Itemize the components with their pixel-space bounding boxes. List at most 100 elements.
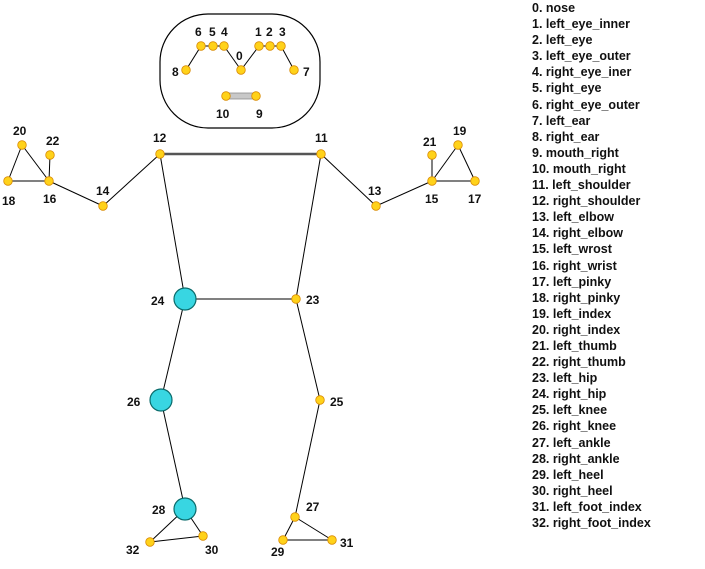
legend-item: 2. left_eye xyxy=(532,33,593,48)
landmark-point-21 xyxy=(427,150,437,160)
landmark-point-15 xyxy=(427,176,437,186)
landmark-point-26 xyxy=(149,388,173,412)
landmark-point-14 xyxy=(98,201,108,211)
landmark-point-32 xyxy=(145,537,155,547)
landmark-label-0: 0 xyxy=(236,49,243,63)
connection-12-24 xyxy=(159,153,186,300)
connection-12-14 xyxy=(102,153,161,207)
landmark-label-19: 19 xyxy=(453,124,467,138)
landmark-point-12 xyxy=(155,149,165,159)
legend-item: 8. right_ear xyxy=(532,129,600,144)
legend-item: 26. right_knee xyxy=(532,419,617,434)
landmark-label-20: 20 xyxy=(13,124,27,138)
connection-23-25 xyxy=(295,298,321,401)
legend-item: 5. right_eye xyxy=(532,81,602,96)
landmark-point-13 xyxy=(371,201,381,211)
landmark-label-32: 32 xyxy=(126,543,140,557)
legend-item: 23. left_hip xyxy=(532,371,598,386)
landmark-label-28: 28 xyxy=(152,503,166,517)
legend-item: 20. right_index xyxy=(532,322,621,337)
connection-13-15 xyxy=(375,180,433,207)
head-outline xyxy=(159,13,321,129)
landmark-label-8: 8 xyxy=(172,65,179,79)
landmark-label-17: 17 xyxy=(468,192,482,206)
legend-item: 15. left_wrost xyxy=(532,242,612,257)
landmark-label-18: 18 xyxy=(2,194,16,208)
landmark-point-3 xyxy=(276,41,286,51)
legend-item: 22. right_thumb xyxy=(532,355,626,370)
landmark-point-31 xyxy=(327,535,337,545)
landmark-point-1 xyxy=(254,41,264,51)
landmark-label-21: 21 xyxy=(423,135,437,149)
legend-item: 14. right_elbow xyxy=(532,226,623,241)
landmark-label-12: 12 xyxy=(153,131,167,145)
connection-18-20 xyxy=(7,144,23,182)
landmark-label-6: 6 xyxy=(195,25,202,39)
connection-17-19 xyxy=(457,144,476,182)
connection-20-16 xyxy=(21,144,50,182)
legend-item: 16. right_wrist xyxy=(532,258,617,273)
landmark-label-24: 24 xyxy=(151,294,165,308)
legend-item: 30. right_heel xyxy=(532,483,613,498)
landmark-point-18 xyxy=(3,176,13,186)
legend-item: 9. mouth_right xyxy=(532,145,619,160)
connection-24-26 xyxy=(160,298,186,401)
landmark-points xyxy=(3,41,480,547)
landmark-label-25: 25 xyxy=(330,395,344,409)
landmark-point-2 xyxy=(265,41,275,51)
connection-26-28 xyxy=(160,399,186,510)
landmark-label-3: 3 xyxy=(279,25,286,39)
legend-item: 6. right_eye_outer xyxy=(532,97,640,112)
connection-11-23 xyxy=(295,153,322,300)
legend-item: 25. left_knee xyxy=(532,403,608,418)
landmark-point-8 xyxy=(181,65,191,75)
landmark-point-30 xyxy=(198,531,208,541)
legend-item: 12. right_shoulder xyxy=(532,194,641,209)
landmark-label-31: 31 xyxy=(340,536,354,550)
legend-item: 17. left_pinky xyxy=(532,274,612,289)
landmark-point-23 xyxy=(291,294,301,304)
landmark-label-22: 22 xyxy=(46,134,60,148)
connection-14-16 xyxy=(48,180,104,207)
landmark-point-16 xyxy=(44,176,54,186)
landmark-label-26: 26 xyxy=(127,395,141,409)
landmark-point-0 xyxy=(236,65,246,75)
landmark-point-29 xyxy=(278,535,288,545)
connection-8-6 xyxy=(185,45,202,71)
legend-item: 31. left_foot_index xyxy=(532,499,642,514)
legend-item: 3. left_eye_outer xyxy=(532,49,631,64)
landmark-point-4 xyxy=(219,41,229,51)
connection-4-0 xyxy=(223,45,242,71)
legend-item: 32. right_foot_index xyxy=(532,516,651,530)
legend-item: 0. nose xyxy=(532,1,576,15)
landmark-label-29: 29 xyxy=(271,545,285,559)
landmark-label-23: 23 xyxy=(306,293,320,307)
landmark-point-20 xyxy=(17,140,27,150)
landmark-point-28 xyxy=(173,497,197,521)
landmark-label-16: 16 xyxy=(43,192,57,206)
landmark-point-9 xyxy=(251,91,261,101)
landmark-point-6 xyxy=(196,41,206,51)
landmark-point-11 xyxy=(316,149,326,159)
legend-item: 18. right_pinky xyxy=(532,290,621,305)
legend-item: 11. left_shoulder xyxy=(532,178,631,193)
landmark-point-7 xyxy=(289,65,299,75)
landmark-label-15: 15 xyxy=(425,192,439,206)
landmark-point-25 xyxy=(315,395,325,405)
legend-item: 10. mouth_right xyxy=(532,161,626,176)
legend-item: 1. left_eye_inner xyxy=(532,17,630,32)
landmark-point-17 xyxy=(470,176,480,186)
legend-item: 21. left_thumb xyxy=(532,338,617,353)
landmark-point-27 xyxy=(290,512,300,522)
legend-item: 13. left_elbow xyxy=(532,210,614,225)
connection-27-31 xyxy=(294,516,333,541)
connection-11-13 xyxy=(320,153,377,207)
landmark-label-11: 11 xyxy=(315,131,328,145)
legend-item: 24. right_hip xyxy=(532,387,607,402)
connection-0-1 xyxy=(240,45,260,71)
legend-item: 27. left_ankle xyxy=(532,435,611,450)
landmark-label-7: 7 xyxy=(303,65,310,79)
